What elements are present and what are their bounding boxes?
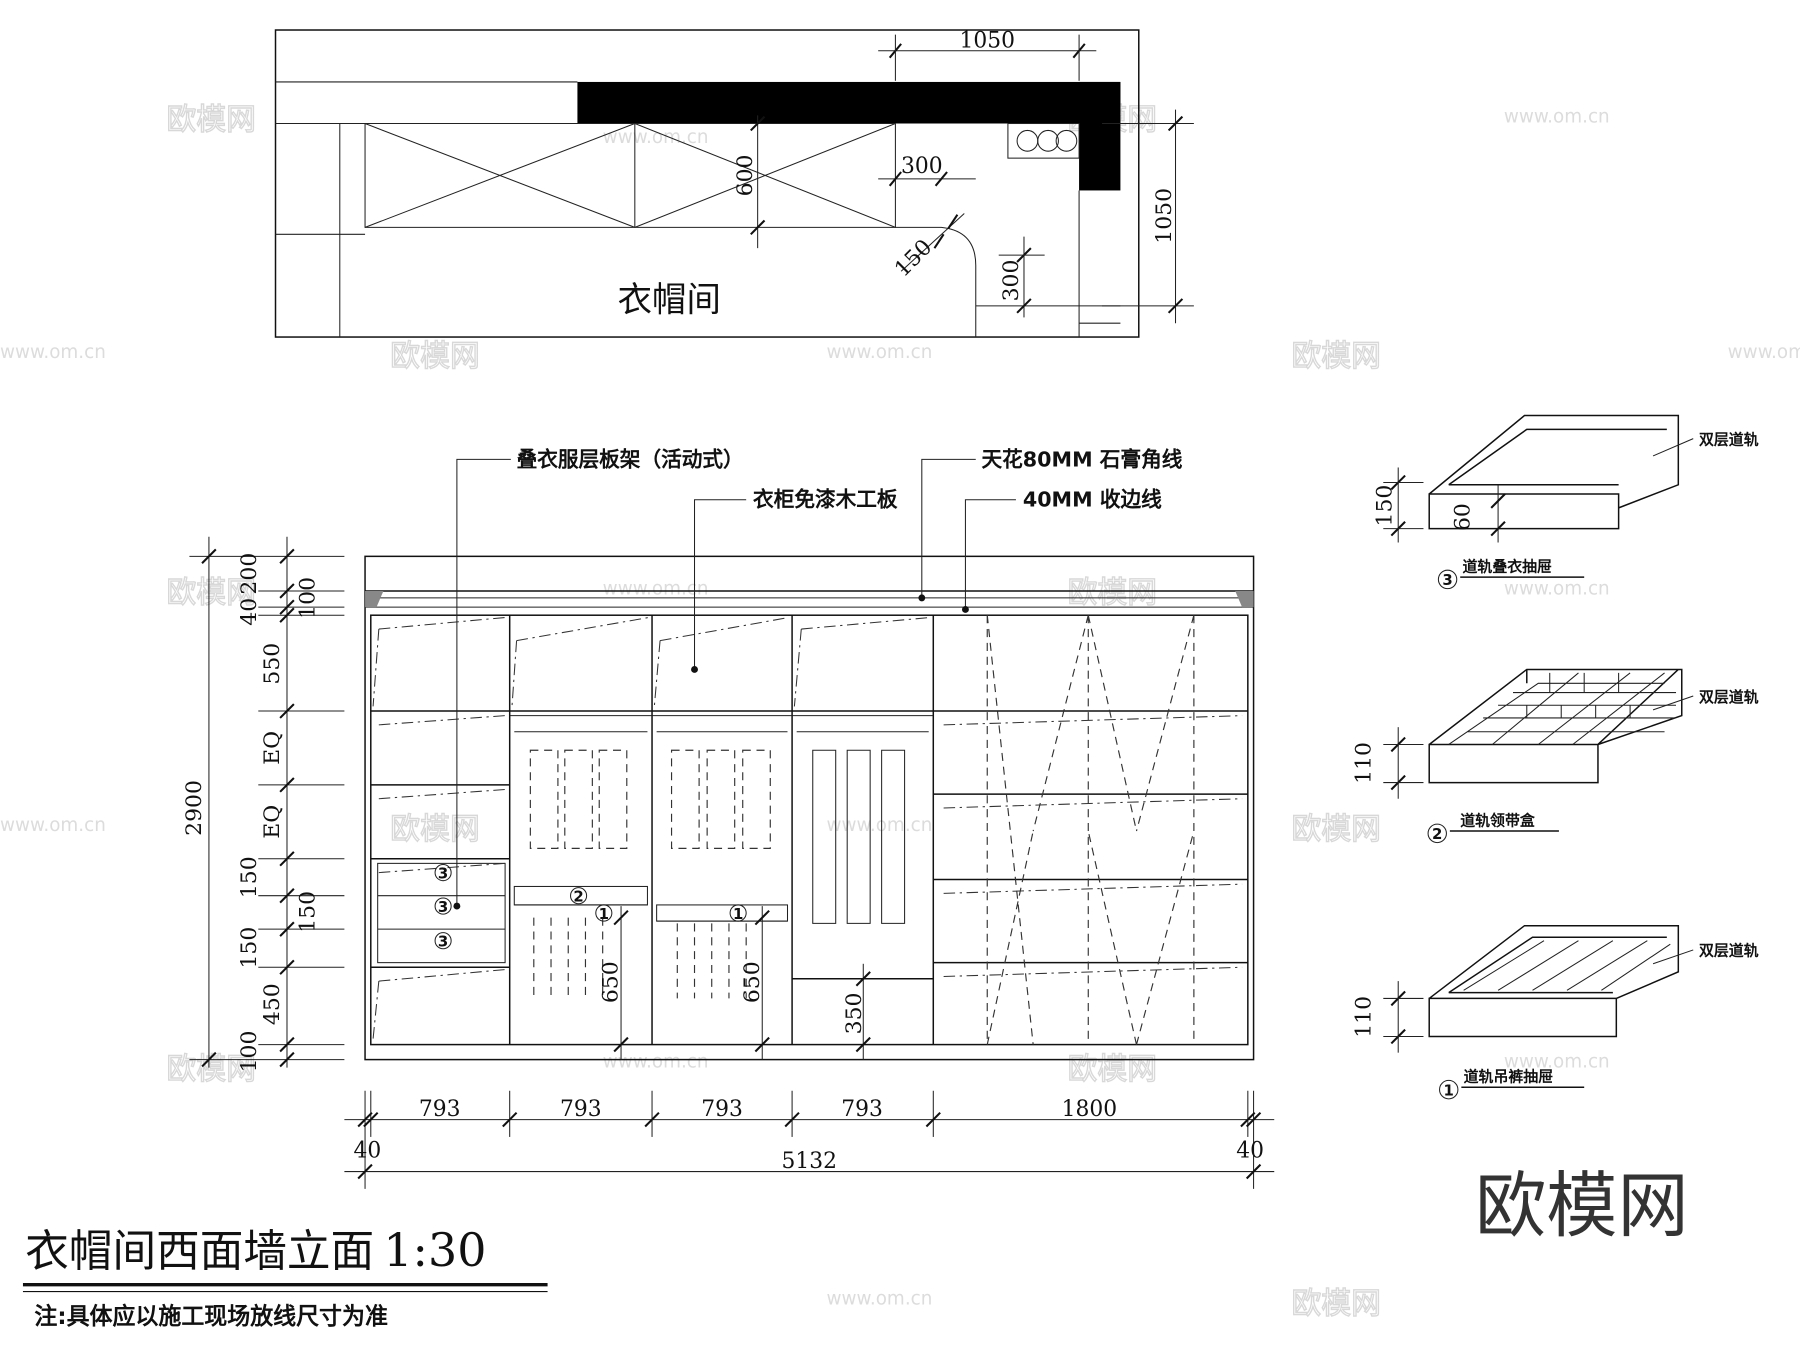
dim-plan-300: 300 [901,154,943,179]
watermark-logo: 欧模网 [1291,1286,1380,1321]
plan-view: 1050 600 300 150 300 1050 衣帽间 [274,28,1194,338]
dim-100: 100 [296,577,321,619]
detail-title: 道轨领带盒 [1460,811,1536,829]
dim-1800: 1800 [1062,1097,1117,1122]
dim-450: 450 [260,983,285,1025]
detail-3-folding-drawer: 150 60 双层道轨 3 道轨叠衣抽屉 [1372,414,1759,589]
plan-fixture-circles [1016,129,1078,152]
dim-650: 650 [740,961,765,1003]
dim-650: 650 [599,961,624,1003]
callouts: 叠衣服层板架（活动式） 衣柜免漆木工板 天花80MM 石膏角线 40MM 收边线 [453,447,1183,910]
callout-edge-line: 40MM 收边线 [1023,488,1162,512]
watermark-logo: 欧模网 [1068,575,1157,610]
rail-label: 双层道轨 [1699,688,1759,706]
detail-1-trouser-drawer: 110 双层道轨 1 道轨吊裤抽屉 [1352,924,1759,1099]
marker-3: 3 [438,864,448,882]
cabinet-dividers [370,615,1248,1045]
marker-1: 1 [599,905,609,923]
dim-793: 793 [560,1097,602,1122]
hanging-clothes [529,749,906,999]
dim-eq: EQ [260,731,285,765]
watermark-logo: 欧模网 [390,339,479,374]
watermark-url: www.om.cn [827,1288,933,1309]
dim-793: 793 [701,1097,743,1122]
dim-550: 550 [260,643,285,685]
detail-2-tie-box: 110 双层道轨 2 道轨领带盒 [1352,668,1759,843]
rail-label: 双层道轨 [1699,942,1759,960]
dim-40: 40 [237,598,262,626]
dim-110: 110 [1352,742,1377,784]
watermark-logo: 欧模网 [1291,812,1380,847]
marker-3: 3 [438,932,448,950]
dim-110: 110 [1352,996,1377,1038]
horizontal-dimensions: 793 793 793 793 1800 40 40 5132 [344,1090,1275,1189]
detail-title: 道轨吊裤抽屉 [1464,1067,1554,1085]
dim-2900: 2900 [182,780,207,836]
dim-5132: 5132 [782,1149,837,1174]
dim-793: 793 [419,1097,461,1122]
callout-ceiling-line: 天花80MM 石膏角线 [982,447,1183,471]
callout-folding-shelf: 叠衣服层板架（活动式） [517,447,744,471]
dim-40-left: 40 [353,1139,381,1164]
drawing-title-text: 衣帽间西面墙立面 [25,1226,374,1277]
watermark-url: www.om.cn [603,1052,709,1073]
dim-eq: EQ [260,805,285,839]
dim-60: 60 [1450,503,1475,531]
watermark-logo: 欧模网 [1291,339,1380,374]
watermark-url: www.om.cn [603,578,709,599]
detail-marker-3: 3 [1442,571,1452,589]
watermark-logo: 欧模网 [390,812,479,847]
detail-marker-2: 2 [1432,825,1442,843]
dim-plan-300-vertical: 300 [999,260,1024,302]
watermark-url: www.om.cn [827,815,933,836]
dim-793: 793 [841,1097,883,1122]
watermark-url: www.om.cn [0,815,106,836]
watermark-logo-large: 欧模网 [1475,1164,1689,1247]
watermark-url: www.om.cn [1504,578,1610,599]
marker-3: 3 [438,898,448,916]
marker-1: 1 [733,905,743,923]
dim-150: 150 [237,927,262,969]
watermark-logo: 欧模网 [166,102,255,137]
drawer-markers: 3 3 3 2 1 1 [434,864,747,950]
drawing-note: 注:具体应以施工现场放线尺寸为准 [34,1303,387,1330]
dim-150: 150 [1372,485,1397,527]
watermark-url: www.om.cn [1504,106,1610,127]
dim-200: 200 [237,553,262,595]
detail-title: 道轨叠衣抽屉 [1463,557,1553,575]
room-label: 衣帽间 [618,281,721,321]
watermark-url: www.om.cn [827,342,933,363]
watermark-logo: 欧模网 [166,575,255,610]
watermarks: 欧模网 欧模网 欧模网 欧模网 欧模网 欧模网 欧模网 欧模网 欧模网 欧模网 … [0,102,1800,1323]
watermark-url: www.om.cn [1728,342,1800,363]
watermark-logo: 欧模网 [1068,1052,1157,1087]
dim-150: 150 [296,891,321,933]
dim-plan-150: 150 [890,235,937,282]
dim-plan-1050-right: 1050 [1152,188,1177,244]
watermark-url: www.om.cn [0,342,106,363]
dim-40-right: 40 [1236,1139,1264,1164]
dim-100: 100 [237,1031,262,1073]
drawing-scale: 1:30 [383,1223,486,1277]
dim-150: 150 [237,856,262,898]
dim-350: 350 [842,993,867,1035]
vertical-dimensions: 2900 200 40 100 550 EQ EQ 150 150 150 45… [182,536,345,1073]
rail-label: 双层道轨 [1699,430,1759,448]
dim-plan-600: 600 [733,155,758,197]
marker-2: 2 [573,887,583,905]
callout-board: 衣柜免漆木工板 [753,488,898,512]
watermark-url: www.om.cn [1504,1052,1610,1073]
detail-marker-1: 1 [1444,1081,1454,1099]
inner-dimensions: 650 650 350 [599,906,871,1060]
elevation-view: 3 3 3 2 1 1 叠衣服层板架（活动式） 衣柜免漆木工板 天花80MM 石… [182,447,1275,1189]
dim-plan-1050-top: 1050 [960,28,1015,53]
door-swing-lines [372,615,1243,1045]
